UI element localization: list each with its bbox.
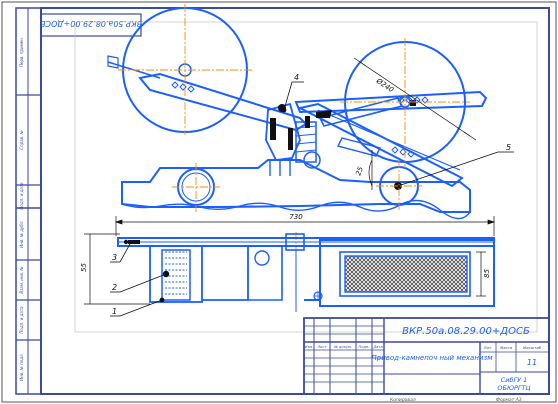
title-block-col-header: Масса xyxy=(500,345,513,350)
strip-label: Подп. и дата xyxy=(19,182,24,210)
drafting-area xyxy=(74,21,538,333)
plan-coupling xyxy=(285,233,305,251)
break-line xyxy=(121,199,471,220)
footer-right: Формат А3 xyxy=(496,397,522,403)
left-carriage xyxy=(149,245,203,303)
frame-arm-right xyxy=(297,102,464,188)
dark-details xyxy=(270,100,416,190)
diameter-label: Ø240 xyxy=(374,76,395,94)
diameter-dimension xyxy=(353,57,477,141)
title-block-name: Привод-камнепоч ный механизм xyxy=(372,354,494,362)
title-block-row-header: № докум. xyxy=(333,345,352,349)
callout-4: 4 xyxy=(294,73,299,82)
title-block-row-header: Изм. xyxy=(305,345,313,349)
right-height-label: 85 xyxy=(483,269,491,278)
callout-2: 2 xyxy=(112,283,117,292)
left-binding-strip xyxy=(15,7,42,395)
strip-label: Справ. № xyxy=(19,130,24,149)
doc-code-text: ВКР.50а.08.29.00+ДОСБ xyxy=(39,19,142,28)
mesh-screen xyxy=(344,255,468,293)
chassis-body xyxy=(121,159,471,213)
callout-4-leader xyxy=(283,81,304,111)
title-block-row-header: Лист xyxy=(316,345,327,349)
strip-label: Инв. № дубл. xyxy=(19,220,24,247)
coil-spring xyxy=(165,251,187,295)
angle-dimension xyxy=(368,150,373,190)
right-height-dimension xyxy=(476,251,486,297)
title-block-col-headers: Лит. Масса Масштаб xyxy=(483,345,542,350)
callout-5: 5 xyxy=(506,143,511,152)
title-block-sheet-total: 11 xyxy=(527,358,537,367)
strip-label: Подп. и дата xyxy=(19,306,24,334)
strip-label: Перв. примен. xyxy=(19,37,24,67)
plan-right-frame xyxy=(304,239,495,307)
plan-mid-body xyxy=(202,245,249,301)
linkage-bracket xyxy=(265,102,301,161)
overall-width-dimension xyxy=(114,216,496,236)
frame-arm-left xyxy=(138,72,308,132)
title-block xyxy=(303,317,550,395)
top-rail xyxy=(294,90,488,114)
title-block-org-2: ОБЮРГТЦ xyxy=(497,384,530,392)
plan-view xyxy=(117,233,495,312)
title-block-designation: ВКР.50а.08.29.00+ДОСБ xyxy=(402,326,530,337)
callout-1-dot xyxy=(159,297,165,303)
left-height-dimension xyxy=(84,233,150,305)
title-block-col-header: Масштаб xyxy=(523,345,542,350)
title-block-org-1: СибГУ 1 xyxy=(501,376,528,384)
callout-1: 1 xyxy=(112,307,117,316)
callout-3: 3 xyxy=(112,253,117,262)
bolt-markers xyxy=(171,81,429,158)
strip-label: Инв. № подл. xyxy=(19,353,24,381)
callout-4-dot xyxy=(281,107,287,113)
callout-5-leader xyxy=(397,151,514,187)
doc-code-box: ВКР.50а.08.29.00+ДОСБ xyxy=(39,13,142,37)
left-height-label: 55 xyxy=(80,263,88,272)
angle-label: 25 xyxy=(354,165,365,177)
title-block-col-header: Лит. xyxy=(483,345,493,350)
overall-width-label: 730 xyxy=(289,213,303,221)
plan-callout-leaders xyxy=(110,243,167,317)
elevation-view xyxy=(107,7,488,220)
strip-label: Взам. инв. № xyxy=(19,266,24,293)
title-block-row-header: Подп. xyxy=(359,345,370,349)
title-block-row-header: Дата xyxy=(372,345,382,349)
title-block-row-headers: Изм.Лист № докум. Подп.Дата xyxy=(305,345,383,349)
footer-left: Копировал xyxy=(390,397,416,403)
